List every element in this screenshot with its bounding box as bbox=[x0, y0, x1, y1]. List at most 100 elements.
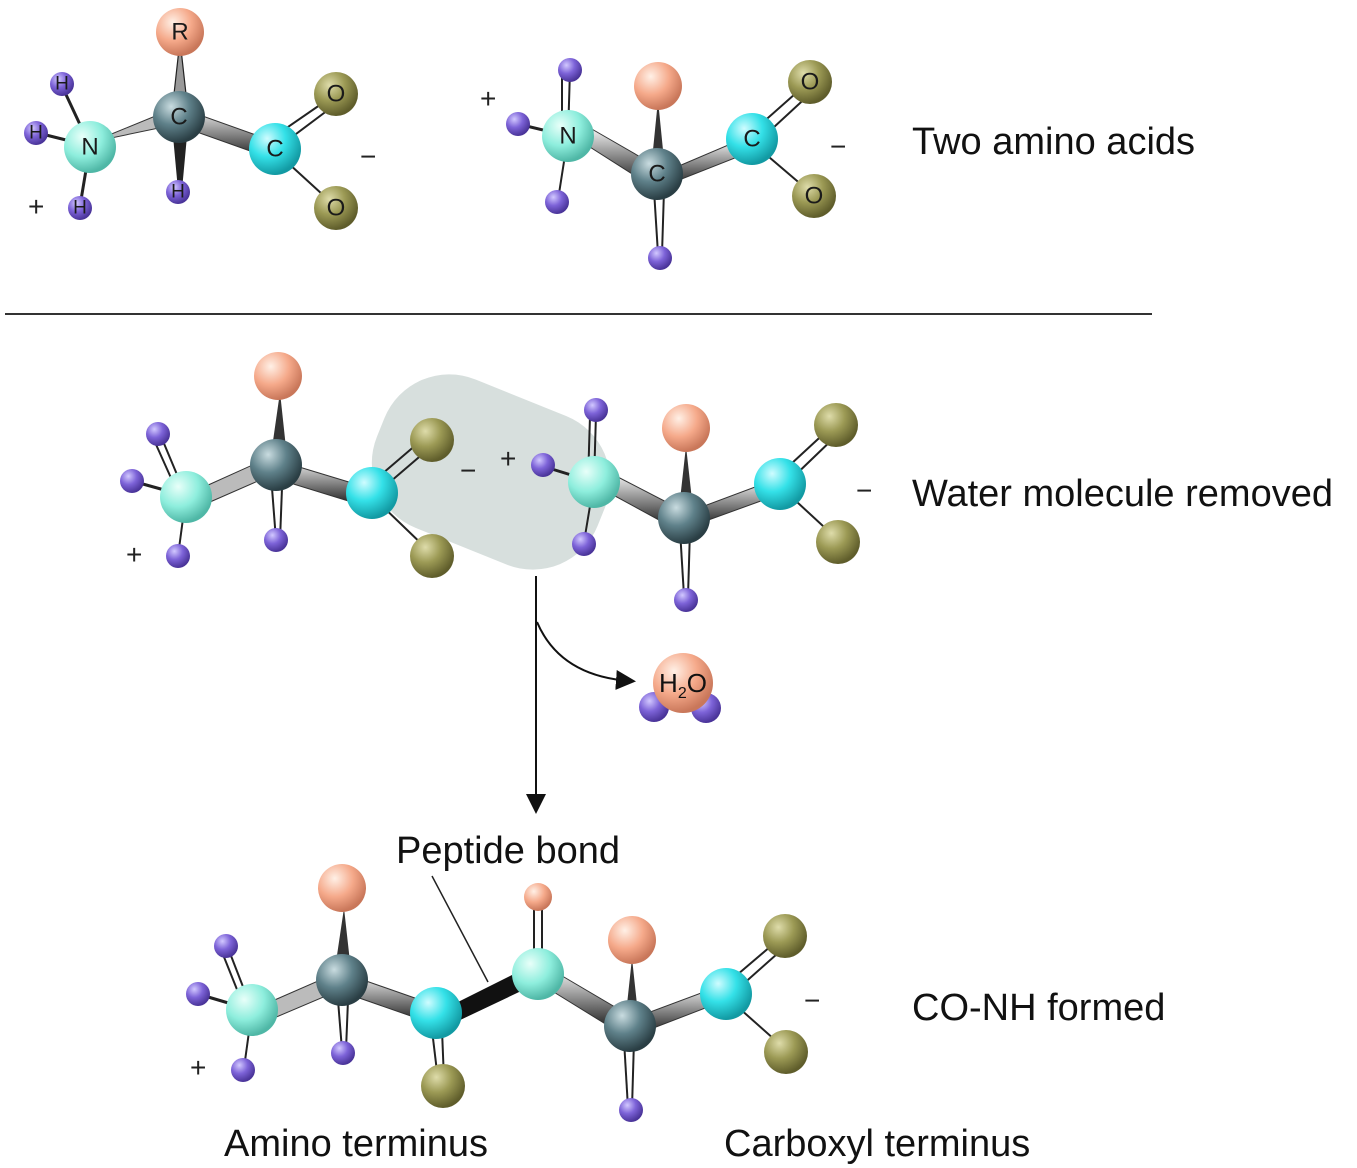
bond bbox=[652, 100, 664, 160]
label-water-molecule-removed: Water molecule removed bbox=[912, 473, 1333, 515]
alpha-carbon-atom bbox=[631, 148, 683, 200]
r-group-atom bbox=[634, 62, 682, 110]
carboxyl-carbon-atom bbox=[249, 123, 301, 175]
r-group-atom bbox=[608, 916, 656, 964]
hydrogen-atom bbox=[619, 1098, 643, 1122]
oxygen-symbol: O bbox=[327, 81, 346, 108]
hydrogen-atom bbox=[545, 190, 569, 214]
bond bbox=[653, 189, 659, 255]
hydrogen-symbol: H bbox=[73, 198, 87, 219]
amino-acid-1-stage-2: + − bbox=[120, 352, 476, 578]
r-group-symbol: R bbox=[171, 19, 188, 46]
oxygen-atom bbox=[653, 653, 713, 713]
oxygen-atom bbox=[421, 1064, 465, 1108]
bond bbox=[626, 958, 638, 1014]
water-release-arrow bbox=[536, 621, 636, 690]
hydrogen-symbol: H bbox=[171, 182, 185, 203]
carbon-symbol: C bbox=[266, 136, 283, 163]
bond bbox=[680, 446, 692, 500]
hydrogen-atom bbox=[146, 422, 170, 446]
plus-charge: + bbox=[500, 443, 516, 474]
amide-nitrogen-atom bbox=[512, 948, 564, 1000]
nitrogen-symbol: N bbox=[81, 134, 98, 161]
carbon-symbol: C bbox=[743, 126, 760, 153]
hydrogen-atom bbox=[214, 934, 238, 958]
nitrogen-atom bbox=[226, 984, 278, 1036]
oxygen-atom bbox=[314, 72, 358, 116]
hydrogen-atom bbox=[558, 58, 582, 82]
label-carboxyl-terminus: Carboxyl terminus bbox=[724, 1123, 1030, 1165]
amino-acid-1: R H C H H H N C O O + − bbox=[24, 8, 376, 230]
hydrogen-atom bbox=[166, 180, 190, 204]
bond bbox=[272, 392, 286, 448]
hydrogen-atom bbox=[584, 398, 608, 422]
hydrogen-atom bbox=[231, 1058, 255, 1082]
r-group-atom bbox=[318, 864, 366, 912]
hydrogen-atom bbox=[50, 72, 74, 96]
nitrogen-atom bbox=[542, 110, 594, 162]
bond bbox=[336, 908, 350, 962]
label-co-nh-formed: CO-NH formed bbox=[912, 987, 1165, 1029]
hydrogen-atom bbox=[531, 453, 555, 477]
hydrogen-symbol: H bbox=[29, 123, 43, 144]
r-group-atom bbox=[254, 352, 302, 400]
alpha-carbon-atom bbox=[250, 439, 302, 491]
bond bbox=[661, 189, 665, 255]
label-peptide-bond: Peptide bond bbox=[396, 830, 620, 872]
hydrogen-atom bbox=[120, 469, 144, 493]
water-formula: H2O bbox=[659, 668, 707, 702]
oxygen-atom bbox=[410, 418, 454, 462]
minus-charge: − bbox=[804, 985, 820, 1016]
hydrogen-atom bbox=[506, 112, 530, 136]
alpha-carbon-atom bbox=[153, 91, 205, 143]
oxygen-atom bbox=[314, 186, 358, 230]
alpha-carbon-atom bbox=[604, 1000, 656, 1052]
peptide-bond-pointer bbox=[431, 875, 489, 983]
hydrogen-atom bbox=[331, 1041, 355, 1065]
minus-charge: − bbox=[856, 475, 872, 506]
amino-acid-2-stage-2: + − bbox=[500, 398, 872, 612]
oxygen-atom bbox=[816, 520, 860, 564]
label-amino-terminus: Amino terminus bbox=[224, 1123, 488, 1165]
oxygen-symbol: O bbox=[327, 195, 346, 222]
oxygen-atom bbox=[763, 914, 807, 958]
plus-charge: + bbox=[126, 539, 142, 570]
carboxyl-carbon-atom bbox=[754, 458, 806, 510]
alpha-carbon-atom bbox=[316, 954, 368, 1006]
amide-hydrogen-atom bbox=[524, 883, 552, 911]
oxygen-atom bbox=[814, 403, 858, 447]
oxygen-symbol: O bbox=[805, 183, 824, 210]
hydrogen-atom bbox=[68, 196, 92, 220]
minus-charge: − bbox=[460, 455, 476, 486]
oxygen-symbol: O bbox=[801, 69, 820, 96]
plus-charge: + bbox=[28, 191, 44, 222]
r-group-atom bbox=[156, 8, 204, 56]
minus-charge: − bbox=[360, 141, 376, 172]
hydrogen-atom bbox=[572, 532, 596, 556]
amino-acid-2: N C C O O + − bbox=[480, 58, 846, 270]
nitrogen-atom bbox=[568, 456, 620, 508]
carboxyl-carbon-atom bbox=[700, 968, 752, 1020]
r-group-atom bbox=[662, 404, 710, 452]
hydrogen-atom bbox=[186, 982, 210, 1006]
hydrogen-atom bbox=[264, 528, 288, 552]
plus-charge: + bbox=[480, 83, 496, 114]
carbon-symbol: C bbox=[648, 161, 665, 188]
oxygen-atom bbox=[788, 60, 832, 104]
alpha-carbon-atom bbox=[658, 492, 710, 544]
carbon-symbol: C bbox=[170, 104, 187, 131]
oxygen-atom bbox=[764, 1030, 808, 1074]
oxygen-atom bbox=[410, 534, 454, 578]
hydrogen-atom bbox=[648, 246, 672, 270]
hydrogen-atom bbox=[24, 121, 48, 145]
water-molecule: H2O bbox=[639, 653, 721, 723]
carbonyl-carbon-atom bbox=[410, 987, 462, 1039]
nitrogen-atom bbox=[64, 121, 116, 173]
nitrogen-atom bbox=[160, 471, 212, 523]
hydrogen-atom bbox=[166, 544, 190, 568]
plus-charge: + bbox=[190, 1052, 206, 1083]
oxygen-atom bbox=[792, 174, 836, 218]
dipeptide: + − bbox=[186, 864, 820, 1122]
hydrogen-atom bbox=[674, 588, 698, 612]
